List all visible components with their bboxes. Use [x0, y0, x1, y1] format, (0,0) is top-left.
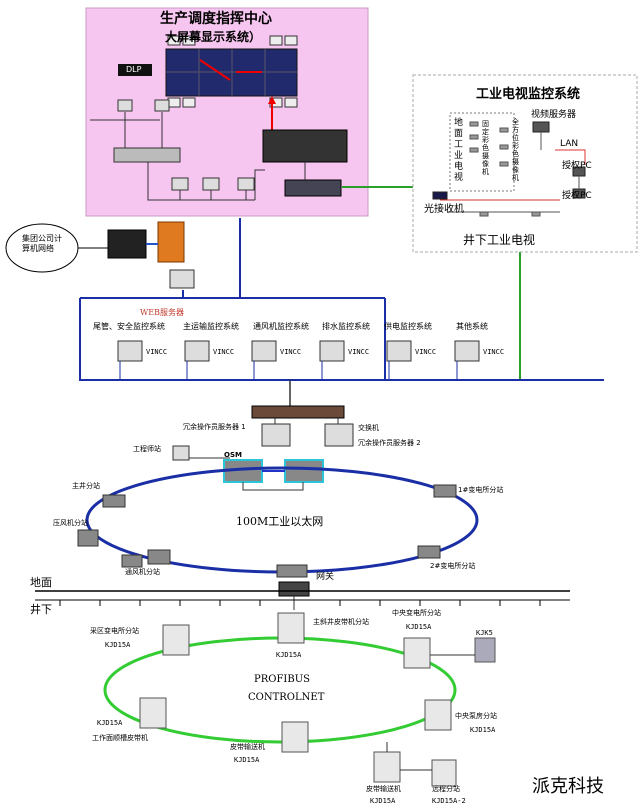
central-sub-model: KJD15A — [406, 623, 432, 631]
auth-pc-2: 授权PC — [562, 191, 592, 201]
dispatch-subtitle: 大屏幕显示系统） — [165, 30, 262, 44]
field-stations — [139, 612, 496, 787]
web-system-6: 其他系统 — [456, 322, 488, 331]
belt-conveyor-model: KJD15A — [234, 756, 260, 764]
compressor-label: 压风机分站 — [53, 519, 88, 527]
brand-label: 派克科技 — [532, 776, 604, 797]
mining-sub-model: KJD15A — [105, 641, 131, 649]
receiver-label: 光接收机 — [424, 204, 464, 215]
web-system-1: 尾管、安全监控系统 — [93, 322, 165, 331]
web-system-2: 主运输监控系统 — [183, 322, 239, 331]
web-system-5: 供电监控系统 — [384, 322, 432, 331]
gateway-label: 网关 — [316, 572, 335, 582]
belt-conveyor-label: 皮带输送机 — [230, 743, 265, 751]
video-wall — [165, 35, 298, 108]
vincc-6: VINCC — [483, 348, 505, 356]
camera-icons — [469, 121, 541, 217]
ring-stations — [77, 484, 457, 578]
remote-model: KJD15A-2 — [432, 797, 466, 805]
bus-line-2: CONTROLNET — [248, 692, 325, 703]
main-incline-label: 主斜井皮带机分站 — [313, 618, 369, 626]
web-system-3: 通风机监控系统 — [253, 322, 309, 331]
web-system-4: 排水监控系统 — [322, 322, 370, 331]
mining-sub-label: 采区变电所分站 — [90, 627, 139, 635]
osm-unit-2 — [284, 459, 324, 483]
lan-label: LAN — [560, 139, 579, 149]
vincc-4: VINCC — [348, 348, 370, 356]
face-model: KJD15A — [97, 719, 123, 727]
dispatch-title: 生产调度指挥中心 — [160, 11, 272, 27]
dispatch-switch — [113, 147, 181, 163]
video-controller — [262, 129, 348, 163]
full-color-cam-label: 全方位彩色摄像机 — [512, 118, 519, 182]
belt-conveyor2-label: 皮带输送机 — [366, 785, 401, 793]
router-icon — [107, 229, 147, 259]
vincc-1: VINCC — [146, 348, 168, 356]
dlp-label: DLP — [126, 65, 142, 74]
ground-label: 地面 — [30, 576, 52, 589]
dlp-badge — [118, 64, 152, 76]
ground-tv-label: 地面工业电视 — [454, 118, 464, 183]
server-1-label: 冗余操作员服务器 1 — [183, 423, 246, 431]
fan-label: 通风机分站 — [125, 568, 160, 576]
web-system-computers — [117, 340, 480, 362]
core-switch — [251, 405, 345, 419]
vincc-2: VINCC — [213, 348, 235, 356]
dispatch-rack — [284, 179, 342, 197]
group-network-label: 集团公司计算机网络 — [22, 234, 62, 253]
gateway-unit — [278, 581, 310, 597]
video-server-label: 视频服务器 — [531, 110, 577, 120]
main-incline-model: KJD15A — [276, 651, 302, 659]
central-pump-label: 中央泵房分站 — [455, 712, 497, 720]
remote-station-label: 远程分站 — [432, 785, 460, 793]
vincc-5: VINCC — [415, 348, 437, 356]
switch-label: 交换机 — [358, 424, 379, 432]
underground-tv-label: 井下工业电视 — [463, 233, 536, 247]
kjk5-label: KJK5 — [476, 629, 493, 637]
central-sub-label: 中央变电所分站 — [392, 609, 441, 617]
vincc-3: VINCC — [280, 348, 302, 356]
osm-label: OSM — [224, 451, 242, 459]
sub1-label: 1#变电所分站 — [458, 486, 504, 494]
firewall-icon — [157, 221, 185, 263]
auth-pc-1: 授权PC — [562, 161, 592, 171]
main-shaft-label: 主井分站 — [72, 482, 100, 490]
ring-title: 100M工业以太网 — [236, 515, 324, 528]
bus-line-1: PROFIBUS — [254, 674, 310, 685]
belt-conveyor2-model: KJD15A — [370, 797, 396, 805]
central-pump-model: KJD15A — [470, 726, 496, 734]
engineer-label: 工程师站 — [133, 445, 161, 453]
sub2-label: 2#变电所分站 — [430, 562, 476, 570]
dome-cam-label: 固定彩色摄像机 — [482, 120, 489, 176]
server-2-label: 冗余操作员服务器 2 — [358, 439, 421, 447]
web-server-title: WEB服务器 — [140, 308, 184, 317]
cctv-title: 工业电视监控系统 — [476, 87, 581, 102]
web-server-computer — [169, 269, 195, 289]
underground-label: 井下 — [30, 603, 52, 616]
face-belt-label: 工作面顺槽皮带机 — [92, 734, 148, 742]
